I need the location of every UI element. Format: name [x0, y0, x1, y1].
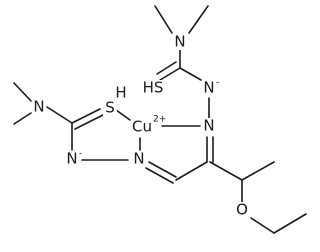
charge-cu: 2+ — [153, 115, 166, 125]
charge-n-left-anion: - — [79, 149, 82, 159]
charge-n-top-anion: - — [216, 78, 219, 88]
atom-cu: Cu — [132, 118, 152, 136]
bond-ch-c — [175, 161, 208, 181]
atom-s-top: HS — [143, 79, 164, 97]
atom-n-dimethyl-left: N — [33, 98, 44, 116]
atom-n-hydrazone-left: N — [133, 150, 144, 168]
atom-o-ether: O — [236, 201, 248, 219]
atom-n-top-anion: N — [203, 79, 214, 97]
atom-n-hydrazone-top: N — [203, 117, 214, 135]
bonds — [13, 5, 307, 234]
bond-ch-methyl — [241, 161, 275, 181]
bond-n-ch-a — [148, 161, 177, 178]
bond-c-ch-ethoxy — [209, 161, 243, 181]
bond-cs-left-b — [74, 114, 104, 130]
bond-n-c-left — [46, 106, 73, 124]
atom-labels: N HS N - N Cu 2+ S H N N - N O — [32, 33, 250, 219]
bond-methyl-top-right — [188, 5, 209, 34]
bond-o-ch2 — [250, 217, 275, 234]
bond-s-cu — [115, 109, 131, 121]
atom-n-left-anion: N — [66, 150, 77, 168]
bond-cs-top-a — [159, 67, 181, 81]
bond-cs-top-b — [156, 61, 177, 75]
atom-n-dimethyl-top: N — [174, 33, 185, 51]
bond-n-ch-b — [145, 167, 174, 184]
bond-methyl-top-left — [154, 5, 173, 34]
bond-methyl-left-upper — [13, 82, 32, 102]
bond-cs-left-a — [71, 108, 101, 124]
bond-c-n-top-anion — [179, 67, 202, 81]
bond-ch2-ch3 — [273, 213, 307, 234]
atom-s-left: S — [105, 99, 115, 117]
atom-s-left-h: H — [115, 84, 126, 102]
bond-methyl-left-lower — [13, 112, 32, 125]
